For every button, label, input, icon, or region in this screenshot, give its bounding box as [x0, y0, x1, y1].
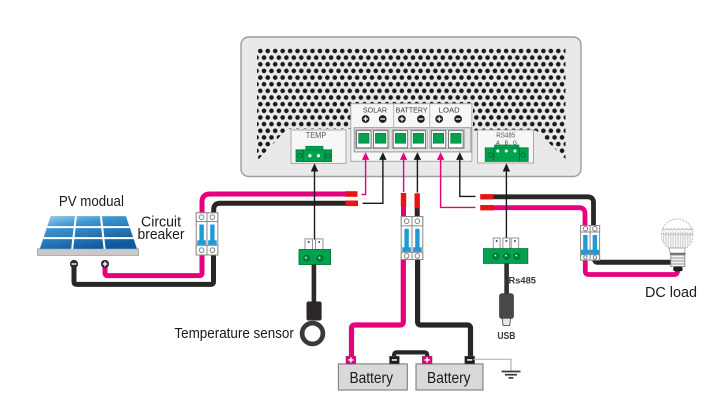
svg-text:DC load: DC load [645, 284, 697, 301]
svg-text:Temperature sensor: Temperature sensor [174, 325, 294, 342]
svg-text:TEMP: TEMP [306, 131, 327, 140]
svg-text:Battery: Battery [427, 370, 471, 387]
svg-text:G: G [513, 140, 517, 146]
svg-text:RS485: RS485 [496, 131, 515, 140]
svg-text:breaker: breaker [138, 226, 185, 243]
svg-text:B: B [505, 140, 509, 146]
svg-text:Circuit: Circuit [141, 213, 182, 230]
svg-text:Battery: Battery [349, 370, 393, 387]
svg-text:BATTERY: BATTERY [396, 105, 428, 114]
svg-text:PV modual: PV modual [59, 193, 124, 210]
svg-text:USB: USB [497, 330, 515, 342]
svg-text:A: A [496, 140, 500, 146]
svg-text:LOAD: LOAD [439, 105, 461, 114]
svg-text:SOLAR: SOLAR [363, 105, 388, 114]
svg-text:Rs485: Rs485 [509, 276, 537, 286]
